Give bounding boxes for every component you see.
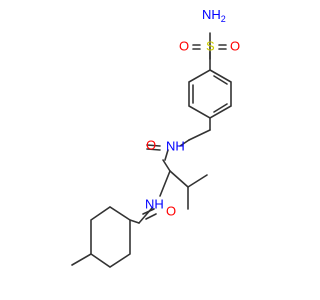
bond-c-o-lower-a — [142, 208, 155, 215]
sulfonyl-oxygen-right-label: O — [230, 38, 240, 53]
bond-calpha-nh-left — [159, 170, 171, 197]
benzene-double-2 — [213, 103, 228, 113]
bond-c-o-lower-b — [145, 213, 157, 220]
bond-ch2-ch2 — [188, 129, 211, 141]
bond-cbeta-methyl-2 — [187, 174, 208, 188]
molecule-diagram: NH2 S O O NH O NH O — [71, 7, 240, 268]
cyclohexane-ring — [90, 206, 131, 268]
carbonyl-oxygen-lower-label: O — [166, 203, 176, 218]
carbonyl-oxygen-upper-label: O — [146, 137, 156, 152]
bond-ring-methyl — [71, 253, 92, 266]
sulfonamide-subscript: 2 — [221, 14, 226, 24]
benzene-ring — [188, 69, 232, 119]
sulfonamide-nh2-label: NH2 — [202, 7, 226, 24]
bond-carbonyl-c-alpha — [162, 159, 171, 172]
structure-svg: NH2 S O O NH O NH O — [71, 7, 240, 268]
bond-c-o-upper-a — [146, 144, 161, 147]
bond-carbonyl-nh-right — [164, 149, 169, 161]
sulfur-label: S — [206, 38, 215, 53]
amide-nh-right-label: NH — [166, 138, 185, 153]
sulfonyl-oxygen-left-label: O — [179, 38, 189, 53]
benzene-double-1 — [213, 75, 228, 85]
bond-c-o-upper-b — [146, 148, 161, 151]
bond-ch2-nh — [179, 139, 190, 147]
bond-calpha-cbeta — [169, 170, 189, 188]
bond-carbonyl-ring — [129, 219, 140, 224]
amide-nh-left-label: NH — [145, 196, 164, 211]
sulfonamide-nh-text: NH — [202, 7, 221, 22]
